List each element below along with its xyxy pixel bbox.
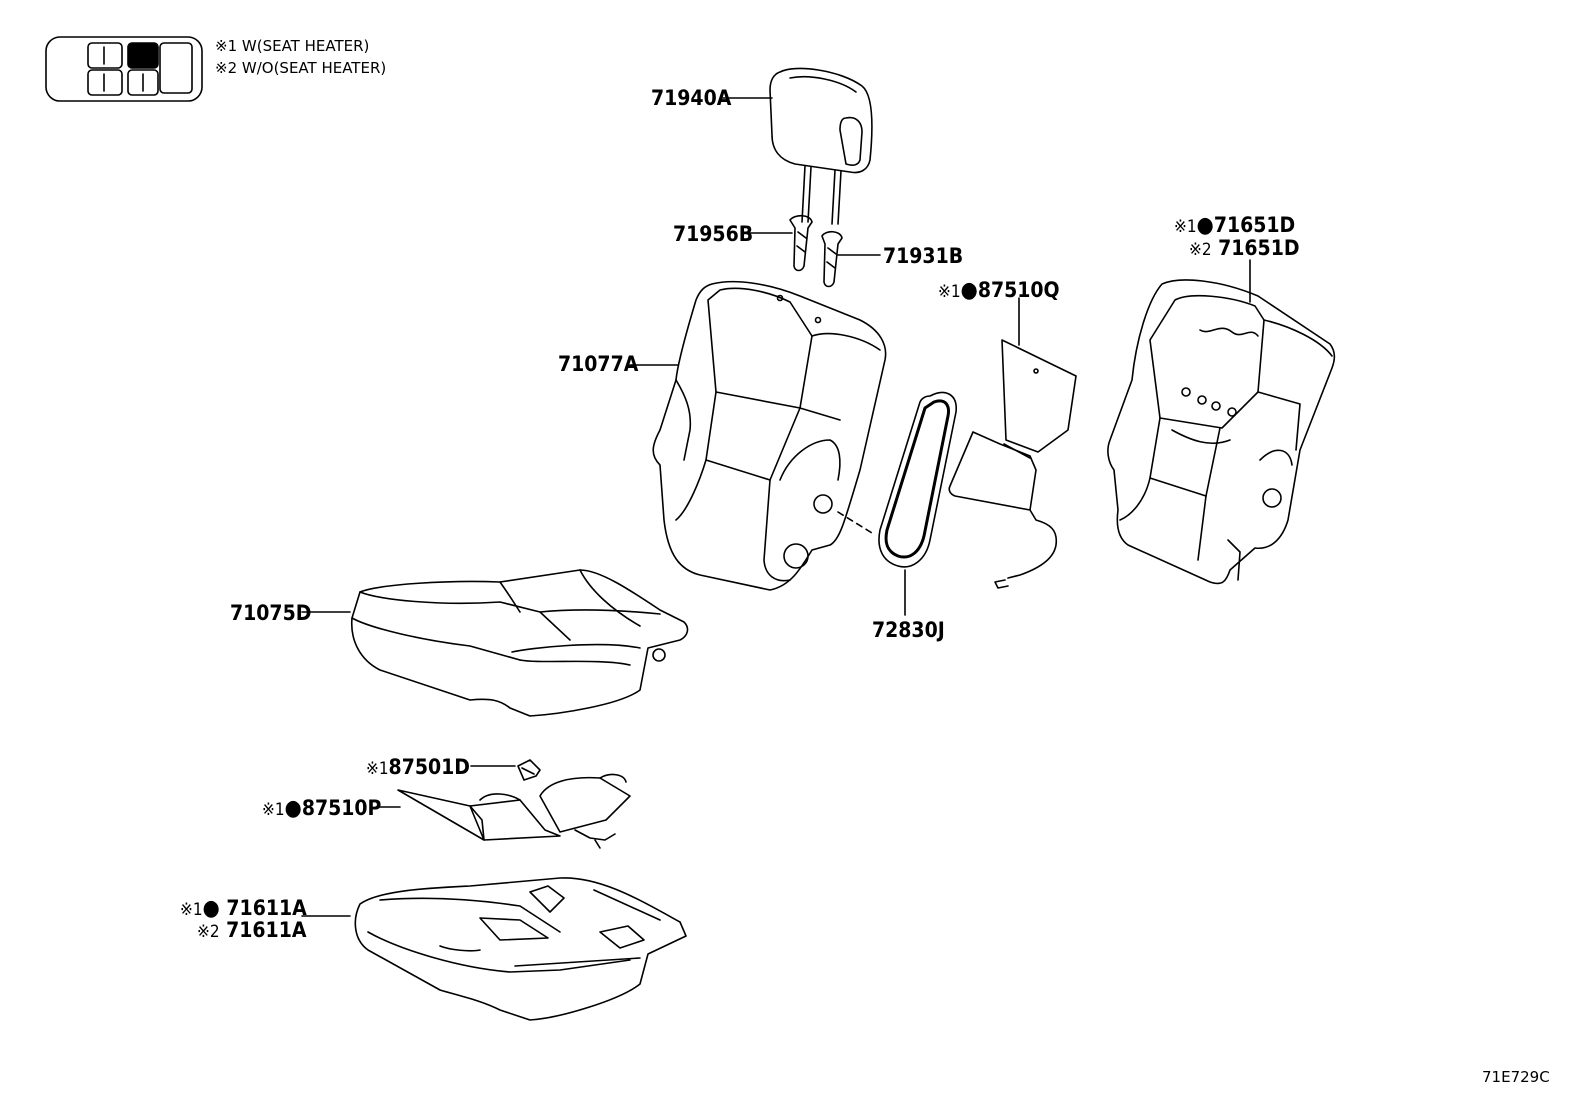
mark: ※1 — [1174, 217, 1197, 237]
part-number: 87510Q — [977, 278, 1060, 302]
label-87501D[interactable]: ※187501D — [366, 757, 470, 778]
part-number: 87501D — [388, 755, 470, 779]
seat-cushion-cover-71075D[interactable] — [350, 569, 689, 717]
part-number: 71651D — [1218, 236, 1300, 260]
mark: ※1 — [180, 900, 203, 920]
label-71931B[interactable]: 71931B — [883, 244, 964, 268]
headrest-71940A[interactable] — [769, 67, 873, 225]
mark: ※2 — [1189, 240, 1212, 260]
cushion-pad-71611A[interactable] — [354, 877, 687, 1021]
headrest-guide-71956B[interactable] — [789, 214, 813, 272]
label-71651D-w-heater[interactable]: ※1●71651D — [1174, 215, 1295, 237]
label-71611A-w-heater[interactable]: ※1● 71611A — [180, 898, 307, 920]
label-72830J[interactable]: 72830J — [872, 618, 945, 642]
seatback-heater-87510Q[interactable] — [948, 339, 1077, 589]
legend-line-1: ※1 W(SEAT HEATER) — [215, 37, 370, 55]
label-71077A[interactable]: 71077A — [558, 352, 639, 376]
label-71651D-wo-heater[interactable]: ※2 71651D — [1189, 238, 1300, 259]
clip-87501D[interactable] — [517, 759, 541, 781]
seatback-cover-71077A[interactable] — [652, 280, 887, 591]
dot: ● — [1196, 213, 1214, 238]
label-87510P[interactable]: ※1●87510P — [262, 798, 381, 820]
side-pad-72830J[interactable] — [878, 391, 957, 568]
part-number: 71611A — [226, 918, 307, 942]
label-71956B[interactable]: 71956B — [673, 222, 754, 246]
headrest-guide-71931B[interactable] — [821, 230, 843, 288]
dot: ● — [960, 278, 978, 303]
part-number: 71611A — [226, 896, 307, 920]
legend-line-2: ※2 W/O(SEAT HEATER) — [215, 59, 387, 77]
mark: ※1 — [938, 282, 961, 302]
label-71611A-wo-heater[interactable]: ※2 71611A — [197, 920, 306, 941]
label-71940A[interactable]: 71940A — [651, 86, 732, 110]
label-71075D[interactable]: 71075D — [230, 601, 312, 625]
part-number: 87510P — [301, 796, 382, 820]
dot: ● — [202, 896, 220, 921]
label-87510Q[interactable]: ※1●87510Q — [938, 280, 1060, 302]
dot: ● — [284, 796, 302, 821]
part-number: 71651D — [1213, 213, 1296, 237]
diagram-code: 71E729C — [1482, 1068, 1550, 1086]
mark: ※1 — [366, 759, 389, 779]
mark: ※1 — [262, 800, 285, 820]
mark: ※2 — [197, 922, 220, 942]
cushion-heater-87510P[interactable] — [397, 773, 631, 849]
seat-layout-icon — [45, 36, 203, 102]
leader-dashed — [837, 511, 873, 534]
seatback-pad-71651D[interactable] — [1107, 279, 1336, 585]
